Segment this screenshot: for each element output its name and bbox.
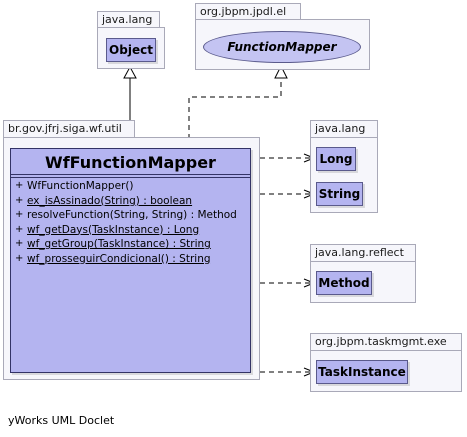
visibility-marker: + <box>15 180 24 191</box>
class-task-instance[interactable]: TaskInstance <box>316 360 408 384</box>
realization-arrowhead <box>274 64 288 79</box>
class-divider-operations <box>11 177 250 178</box>
operation-item[interactable]: + resolveFunction(String, String) : Meth… <box>11 208 250 223</box>
operation-signature: resolveFunction(String, String) : Method <box>27 209 237 221</box>
operation-item[interactable]: + wf_getDays(TaskInstance) : Long <box>11 223 250 238</box>
class-title: WfFunctionMapper <box>45 153 216 172</box>
visibility-marker: + <box>15 223 24 235</box>
visibility-marker: + <box>15 238 24 249</box>
operation-signature: wf_prosseguirCondicional() : String <box>27 252 211 265</box>
package-tab-jbpm-jpdl-el: org.jbpm.jpdl.el <box>195 3 301 20</box>
class-long[interactable]: Long <box>316 147 356 171</box>
class-name: Object <box>109 43 153 57</box>
package-tab-java-lang-types: java.lang <box>310 120 378 138</box>
class-object[interactable]: Object <box>106 38 156 62</box>
operation-item[interactable]: + WfFunctionMapper() <box>11 179 250 194</box>
operation-signature: wf_getGroup(TaskInstance) : String <box>27 238 211 250</box>
package-label: java.lang.reflect <box>315 246 404 259</box>
class-string[interactable]: String <box>316 182 363 206</box>
footer-caption: yWorks UML Doclet <box>8 414 115 427</box>
class-method[interactable]: Method <box>316 271 372 295</box>
visibility-marker: + <box>15 209 24 220</box>
operation-item[interactable]: + wf_prosseguirCondicional() : String <box>11 252 250 267</box>
interface-name: FunctionMapper <box>227 40 337 54</box>
class-name: String <box>318 187 361 201</box>
generalization-arrowhead <box>123 65 137 79</box>
package-tab-siga-util: br.gov.jfrj.siga.wf.util <box>3 120 135 138</box>
package-tab-java-lang-reflect: java.lang.reflect <box>310 244 416 262</box>
package-label: br.gov.jfrj.siga.wf.util <box>8 122 122 135</box>
package-tab-jbpm-taskmgmt-exe: org.jbpm.taskmgmt.exe <box>310 333 462 351</box>
class-divider-attributes <box>11 174 250 175</box>
operation-signature: wf_getDays(TaskInstance) : Long <box>27 223 200 236</box>
operations-list: + WfFunctionMapper() + ex_isAssinado(Str… <box>11 179 250 266</box>
package-label: org.jbpm.taskmgmt.exe <box>315 335 447 348</box>
package-tab-java-lang: java.lang <box>97 11 160 28</box>
class-name: Long <box>319 152 353 166</box>
class-name: Method <box>318 276 370 290</box>
operation-item[interactable]: + ex_isAssinado(String) : boolean <box>11 194 250 209</box>
visibility-marker: + <box>15 194 24 206</box>
operation-signature: WfFunctionMapper() <box>27 180 134 192</box>
package-label: java.lang <box>102 13 153 26</box>
package-label: org.jbpm.jpdl.el <box>200 5 287 18</box>
operation-item[interactable]: + wf_getGroup(TaskInstance) : String <box>11 237 250 252</box>
operation-signature: ex_isAssinado(String) : boolean <box>27 194 193 207</box>
class-wf-function-mapper[interactable]: WfFunctionMapper + WfFunctionMapper() + … <box>10 148 251 373</box>
visibility-marker: + <box>15 252 24 264</box>
package-label: java.lang <box>315 122 366 135</box>
class-name: TaskInstance <box>318 365 406 379</box>
interface-function-mapper[interactable]: FunctionMapper <box>203 31 361 63</box>
